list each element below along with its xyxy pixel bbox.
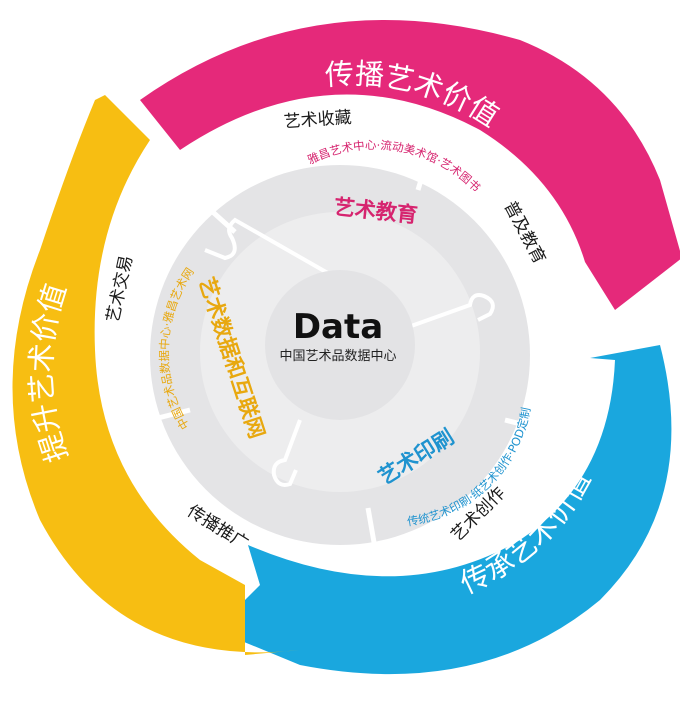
center-title: Data: [293, 307, 383, 347]
ring-label-trade: 艺术交易: [103, 254, 137, 325]
arrow-top-magenta: [140, 20, 680, 310]
ring-label-popular-edu: 普及教育: [500, 198, 550, 267]
outer-arrows: [12, 20, 680, 675]
center-subtitle: 中国艺术品数据中心: [279, 349, 396, 364]
center-disk: [265, 270, 415, 420]
ring-label-collection: 艺术收藏: [283, 108, 352, 133]
puzzle-seams: [204, 217, 495, 487]
arrow-right-cyan: [215, 345, 672, 675]
arrow-left-yellow: [12, 95, 300, 655]
